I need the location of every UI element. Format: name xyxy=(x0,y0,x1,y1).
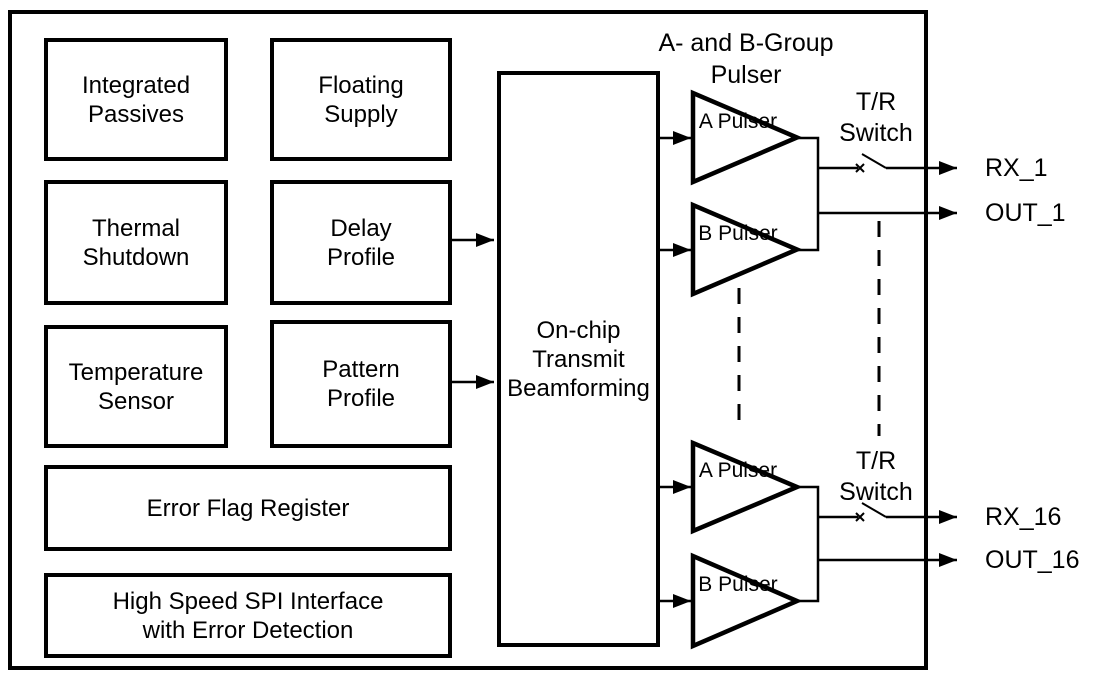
pulser-label-line: Pulser xyxy=(718,222,778,245)
pulser-label-line: A xyxy=(698,110,712,133)
block-label: On-chip xyxy=(536,316,621,344)
pulser-label-line: Pulser xyxy=(717,459,778,482)
tr-switch-label-line: T/R xyxy=(855,447,897,475)
block-label: Transmit xyxy=(532,345,625,373)
block-temperature-sensor: Temperature Sensor xyxy=(44,325,228,448)
group-title-line: A- and B-Group xyxy=(658,29,834,57)
pulser-label-top-a: A Pulser xyxy=(693,109,783,134)
port-label-rx1: RX_1 xyxy=(985,154,1048,182)
block-label: Thermal xyxy=(91,214,181,242)
block-label: High Speed SPI Interface xyxy=(112,587,384,615)
tr-switch-label-line: Switch xyxy=(839,478,913,506)
pulser-label-bottom-b: B Pulser xyxy=(693,572,783,597)
block-pattern-profile: Pattern Profile xyxy=(270,320,452,448)
pulser-label-line: A xyxy=(698,459,712,482)
tr-switch-label-bottom: T/R Switch xyxy=(821,446,931,508)
pulser-label-line: Pulser xyxy=(717,110,778,133)
switch-arm-bottom xyxy=(861,502,887,518)
block-label: Profile xyxy=(326,385,396,412)
tr-switch-label-line: T/R xyxy=(855,88,897,116)
pulser-triangle-bottom-b xyxy=(690,552,803,650)
switch-contact-x-top xyxy=(855,163,865,173)
block-label: Shutdown xyxy=(82,243,190,271)
block-label: Integrated xyxy=(81,71,191,99)
tr-switch-label-line: Switch xyxy=(839,119,913,147)
pulser-triangle-bottom-a xyxy=(690,439,803,535)
block-label: Sensor xyxy=(97,387,175,415)
pulser-output-bracket-top xyxy=(798,136,820,252)
pulser-label-line: B xyxy=(698,222,713,245)
pulser-label-top-b: B Pulser xyxy=(693,221,783,246)
block-delay-profile: Delay Profile xyxy=(270,180,452,305)
block-transmit-beamforming: On-chip Transmit Beamforming xyxy=(497,71,660,647)
block-label: Temperature xyxy=(68,358,204,386)
pulser-output-bracket-bottom xyxy=(798,485,820,603)
pulser-label-line: B xyxy=(698,573,713,596)
block-label: Supply xyxy=(324,100,398,128)
block-thermal-shutdown: Thermal Shutdown xyxy=(44,180,228,305)
tr-switch-label-top: T/R Switch xyxy=(821,87,931,149)
block-label: Delay xyxy=(330,214,392,242)
block-integrated-passives: Integrated Passives xyxy=(44,38,228,161)
switch-contact-x-bottom xyxy=(855,512,865,522)
block-label: Error Flag Register xyxy=(146,494,350,522)
block-label: Passives xyxy=(87,100,185,128)
pulser-triangle-top-b xyxy=(690,201,803,298)
block-label: Pattern xyxy=(322,356,400,383)
pulser-label-bottom-a: A Pulser xyxy=(693,458,783,483)
port-label-out16: OUT_16 xyxy=(985,546,1080,574)
block-label: Profile xyxy=(326,243,396,271)
block-spi-interface: High Speed SPI Interface with Error Dete… xyxy=(44,573,452,658)
group-title: A- and B-Group Pulser xyxy=(641,27,851,91)
switch-arm-top xyxy=(861,153,887,169)
pulser-triangle-top-a xyxy=(690,89,803,186)
chip-boundary xyxy=(8,10,928,670)
block-label: Beamforming xyxy=(507,374,650,402)
group-title-line: Pulser xyxy=(710,61,782,89)
port-label-rx16: RX_16 xyxy=(985,503,1062,531)
pulser-label-line: Pulser xyxy=(718,573,778,596)
block-label: with Error Detection xyxy=(142,616,354,644)
block-error-flag-register: Error Flag Register xyxy=(44,465,452,551)
block-label: Floating xyxy=(318,71,404,99)
port-label-out1: OUT_1 xyxy=(985,199,1066,227)
block-floating-supply: Floating Supply xyxy=(270,38,452,161)
